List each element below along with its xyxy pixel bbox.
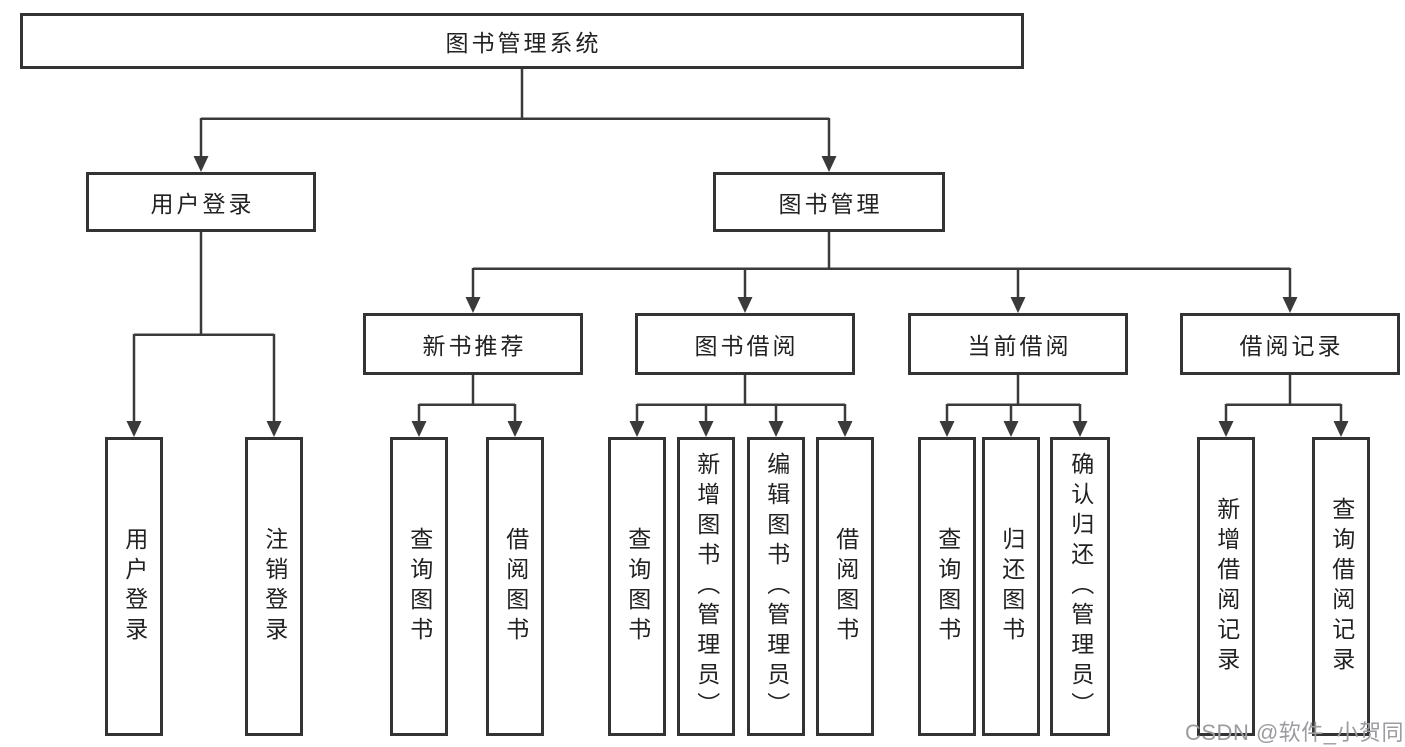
leaf-borrow-books-label: 借阅图书 xyxy=(832,526,859,647)
leaf-query-books-recommend-label: 查询图书 xyxy=(406,526,433,647)
leaf-borrow-books-recommend-label: 借阅图书 xyxy=(502,526,529,647)
node-user-login: 用户登录 xyxy=(86,172,316,232)
connector-current-borrow xyxy=(939,375,1088,437)
leaf-query-borrow-record-label: 查询借阅记录 xyxy=(1328,496,1355,677)
node-borrow-records-label: 借阅记录 xyxy=(1239,333,1344,359)
node-current-borrow-label: 当前借阅 xyxy=(967,333,1072,359)
node-book-borrow-label: 图书借阅 xyxy=(694,333,799,359)
node-current-borrow: 当前借阅 xyxy=(908,313,1128,375)
leaf-query-books-current-label: 查询图书 xyxy=(934,526,961,647)
leaf-edit-books-admin-label: 编辑图书（管理员） xyxy=(763,451,790,722)
leaf-logout: 注销登录 xyxy=(245,437,303,736)
node-root-label: 图书管理系统 xyxy=(445,30,602,56)
leaf-query-borrow-record: 查询借阅记录 xyxy=(1312,437,1370,736)
leaf-confirm-return-admin-label: 确认归还（管理员） xyxy=(1067,451,1094,722)
connector-root xyxy=(193,69,837,172)
leaf-add-borrow-record-label: 新增借阅记录 xyxy=(1213,496,1240,677)
leaf-add-books-admin: 新增图书（管理员） xyxy=(677,437,735,736)
connector-new-book-recommend xyxy=(411,375,523,437)
node-book-management-label: 图书管理 xyxy=(778,191,883,217)
leaf-query-books-current: 查询图书 xyxy=(918,437,976,736)
node-book-borrow: 图书借阅 xyxy=(635,313,855,375)
csdn-watermark: CSDN @软件_小贺同学 xyxy=(1185,720,1405,745)
leaf-query-books-borrow: 查询图书 xyxy=(608,437,666,736)
leaf-query-books-recommend: 查询图书 xyxy=(390,437,448,736)
node-new-book-recommend: 新书推荐 xyxy=(363,313,583,375)
leaf-add-borrow-record: 新增借阅记录 xyxy=(1197,437,1255,736)
leaf-return-books-label: 归还图书 xyxy=(998,526,1025,647)
node-book-management: 图书管理 xyxy=(713,172,945,232)
node-borrow-records: 借阅记录 xyxy=(1180,313,1400,375)
leaf-edit-books-admin: 编辑图书（管理员） xyxy=(747,437,805,736)
connector-book-borrow xyxy=(629,375,853,437)
leaf-user-login: 用户登录 xyxy=(105,437,163,736)
leaf-borrow-books-recommend: 借阅图书 xyxy=(486,437,544,736)
leaf-return-books: 归还图书 xyxy=(982,437,1040,736)
node-root: 图书管理系统 xyxy=(20,13,1024,69)
leaf-user-login-label: 用户登录 xyxy=(121,526,148,647)
connector-user-login xyxy=(126,232,282,437)
leaf-confirm-return-admin: 确认归还（管理员） xyxy=(1050,437,1110,736)
leaf-logout-label: 注销登录 xyxy=(261,526,288,647)
node-user-login-label: 用户登录 xyxy=(150,191,255,217)
leaf-query-books-borrow-label: 查询图书 xyxy=(624,526,651,647)
connector-book-management xyxy=(465,232,1298,313)
leaf-add-books-admin-label: 新增图书（管理员） xyxy=(693,451,720,722)
connector-borrow-records xyxy=(1218,375,1349,437)
leaf-borrow-books: 借阅图书 xyxy=(816,437,874,736)
node-new-book-recommend-label: 新书推荐 xyxy=(422,333,527,359)
